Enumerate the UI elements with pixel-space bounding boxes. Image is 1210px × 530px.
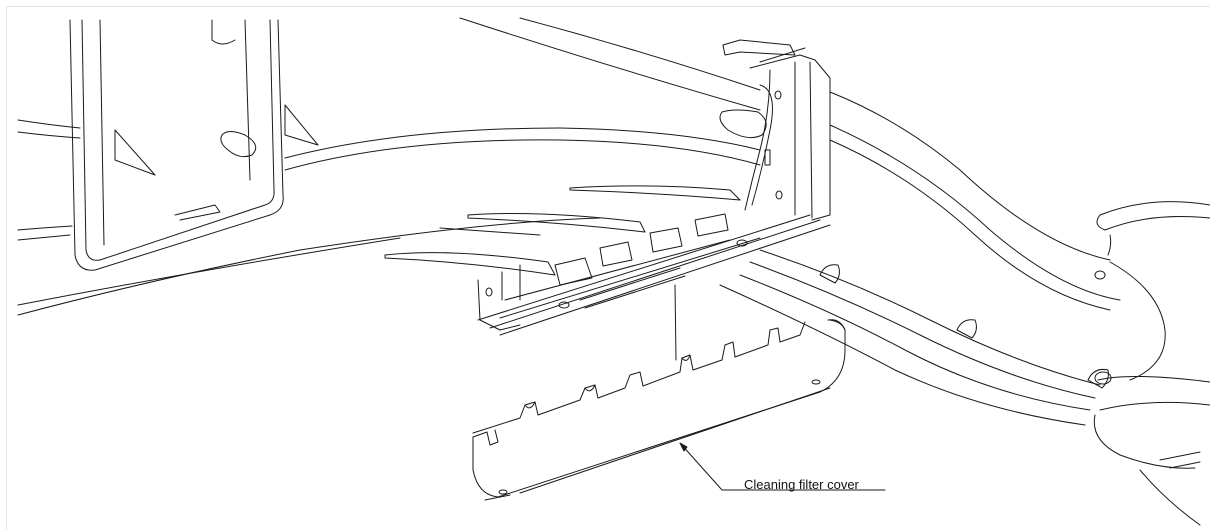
right-end-ring [1094, 202, 1210, 525]
left-outlet-frame [70, 20, 318, 270]
callout-leader [680, 443, 885, 490]
drawing-frame-left [6, 6, 7, 530]
main-tube [18, 18, 1120, 425]
fins [385, 186, 740, 275]
callout-label: Cleaning filter cover [744, 477, 859, 492]
upper-clip [720, 40, 830, 220]
lower-rail [478, 214, 830, 335]
filter-cover [473, 285, 845, 500]
tube-tabs [820, 265, 1108, 388]
drawing-frame-top [6, 6, 1210, 7]
